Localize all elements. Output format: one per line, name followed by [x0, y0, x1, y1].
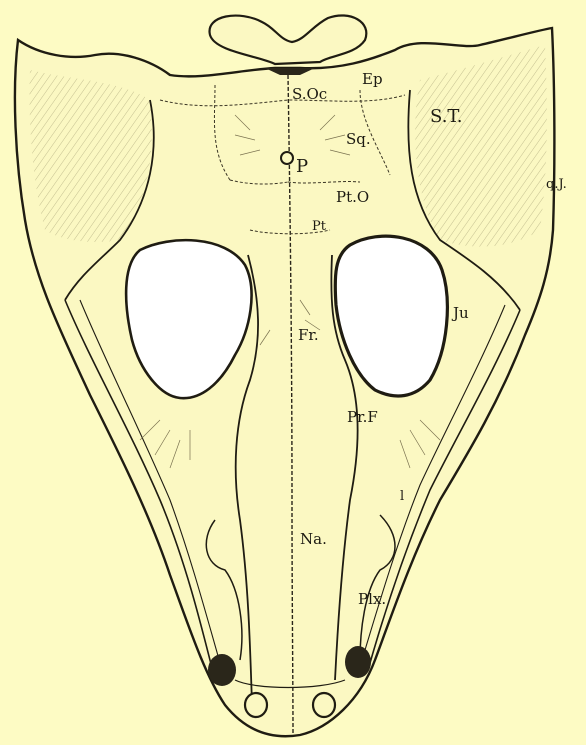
- left-naris: [208, 654, 236, 686]
- label-jugal: Ju: [453, 306, 469, 321]
- label-parietal-foramen: P: [296, 158, 308, 176]
- label-lacrimal: l: [400, 490, 404, 503]
- label-supraoccipital: S.Oc: [292, 87, 327, 102]
- left-premaxillary-foramen: [245, 693, 267, 717]
- label-epiotic: Ep: [362, 72, 383, 87]
- label-squamosal: Sq.: [346, 132, 371, 147]
- left-temporal-hatch: [30, 70, 152, 242]
- label-prefrontal: Pr.F: [347, 410, 378, 425]
- label-frontal: Fr.: [298, 328, 319, 343]
- label-postfrontal: Pt: [312, 220, 326, 233]
- label-premaxilla: Plx.: [358, 592, 386, 607]
- occipital-lobes: [210, 15, 367, 64]
- right-premaxillary-foramen: [313, 693, 335, 717]
- label-supratemporal: S.T.: [430, 108, 463, 126]
- label-postorbital: Pt.O: [336, 190, 369, 205]
- label-nasal: Na.: [300, 532, 327, 547]
- parietal-foramen: [281, 152, 293, 164]
- label-quadratojugal: q.J.: [546, 178, 567, 191]
- right-naris: [345, 646, 371, 678]
